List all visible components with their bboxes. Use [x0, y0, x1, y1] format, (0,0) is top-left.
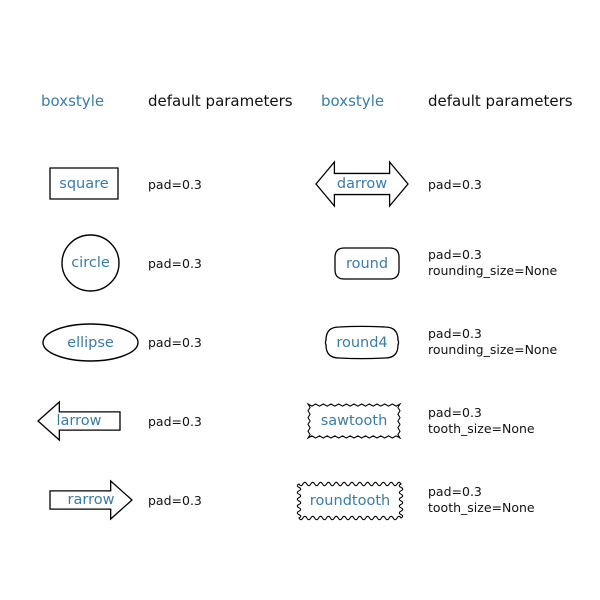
default-parameters-round4: pad=0.3 rounding_size=None — [428, 326, 558, 357]
default-parameters-darrow: pad=0.3 — [428, 177, 482, 192]
shape-outline-square — [47, 165, 121, 202]
boxstyle-sample-circle: circle — [59, 232, 122, 294]
default-parameters-roundtooth: pad=0.3 tooth_size=None — [428, 484, 535, 515]
shape-outline-roundtooth — [296, 481, 404, 521]
header-default-parameters-right: default parameters — [428, 92, 573, 110]
boxstyle-sample-round4: round4 — [323, 324, 401, 361]
boxstyle-sample-darrow: darrow — [313, 159, 411, 209]
header-boxstyle-right: boxstyle — [321, 92, 385, 110]
header-boxstyle-left: boxstyle — [41, 92, 105, 110]
shape-outline-circle — [59, 232, 122, 294]
shape-outline-sawtooth — [305, 401, 403, 441]
boxstyle-sample-square: square — [47, 165, 121, 202]
boxstyle-sample-larrow: larrow — [35, 399, 123, 443]
boxstyle-sample-ellipse: ellipse — [40, 321, 141, 364]
default-parameters-rarrow: pad=0.3 — [148, 493, 202, 508]
shape-outline-round — [332, 245, 402, 282]
default-parameters-larrow: pad=0.3 — [148, 414, 202, 429]
default-parameters-ellipse: pad=0.3 — [148, 335, 202, 350]
boxstyle-sample-sawtooth: sawtooth — [305, 401, 403, 441]
default-parameters-round: pad=0.3 rounding_size=None — [428, 247, 558, 278]
boxstyle-sample-round: round — [332, 245, 402, 282]
shape-outline-rarrow — [47, 478, 135, 522]
shape-outline-darrow — [313, 159, 411, 209]
header-default-parameters-left: default parameters — [148, 92, 293, 110]
shape-outline-round4 — [323, 324, 401, 361]
default-parameters-circle: pad=0.3 — [148, 256, 202, 271]
shape-outline-ellipse — [40, 321, 141, 364]
default-parameters-square: pad=0.3 — [148, 177, 202, 192]
boxstyle-sample-rarrow: rarrow — [47, 478, 135, 522]
default-parameters-sawtooth: pad=0.3 tooth_size=None — [428, 405, 535, 436]
shape-outline-larrow — [35, 399, 123, 443]
boxstyle-sample-roundtooth: roundtooth — [296, 481, 404, 521]
